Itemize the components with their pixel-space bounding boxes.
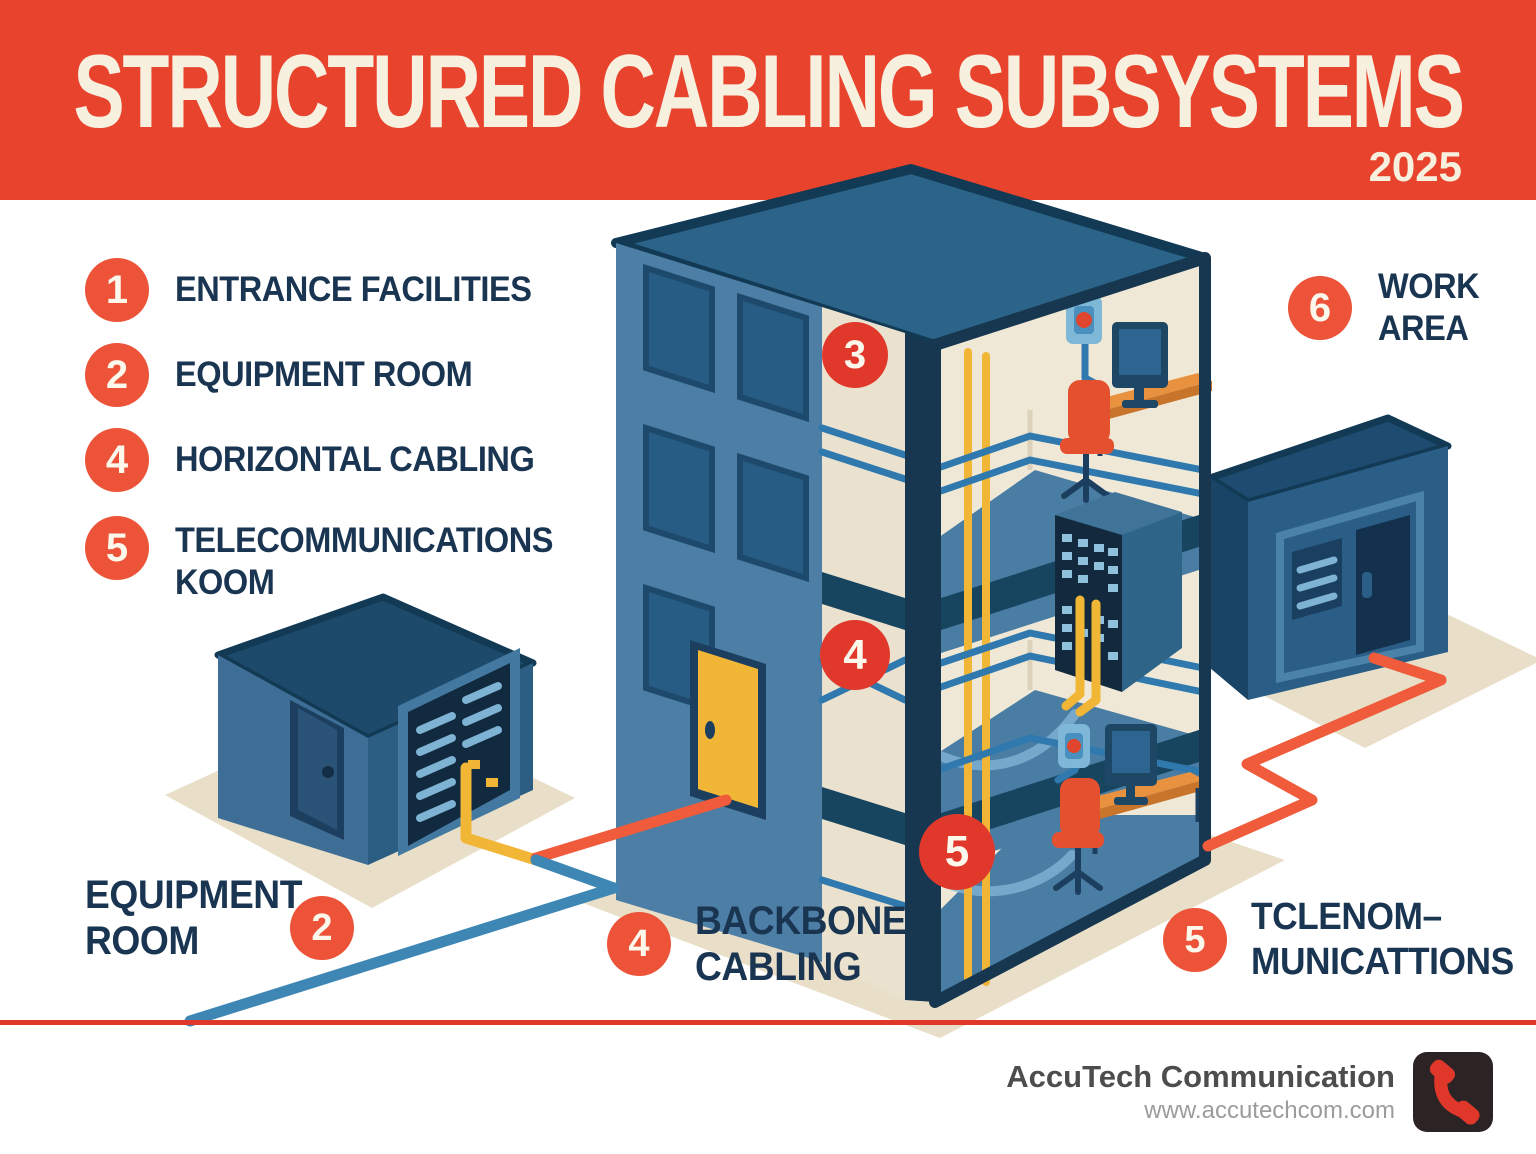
backbone-cabling-badge: 4 xyxy=(607,912,671,976)
legend-item-horizontal-cabling: 4 HORIZONTAL CABLING xyxy=(85,428,561,492)
yellow-cable xyxy=(460,762,542,866)
ground-floor-workstation xyxy=(1052,724,1204,895)
legend-badge-5: 5 xyxy=(85,516,149,580)
floor-badge-3: 3 xyxy=(822,322,888,388)
equipment-room-badge: 2 xyxy=(290,896,354,960)
telecommunications-label: TCLENOM– MUNICATTIONS xyxy=(1251,895,1514,985)
legend-badge-6: 6 xyxy=(1288,276,1352,340)
legend-item-entrance-facilities: 1 ENTRANCE FACILITIES xyxy=(85,258,558,322)
main-building xyxy=(611,164,1212,1008)
legend-label: EQUIPMENT ROOM xyxy=(175,355,473,394)
backbone-line1: BACKBONE xyxy=(695,899,907,943)
legend-label-line2: KOOM xyxy=(175,563,275,602)
footer-divider xyxy=(0,1020,1536,1025)
telecommunications-label-group: 5 TCLENOM– MUNICATTIONS xyxy=(1163,895,1534,985)
telecom-line2: MUNICATTIONS xyxy=(1251,941,1514,983)
equipment-room-line1: EQUIPMENT xyxy=(85,873,302,917)
top-floor-workstation xyxy=(1060,296,1212,503)
orange-cable-right xyxy=(1202,652,1447,852)
legend-item-telecommunications-room: 5 TELECOMMUNICATIONS KOOM xyxy=(85,516,581,604)
legend-badge-2: 2 xyxy=(85,343,149,407)
legend-label-line1: TELECOMMUNICATIONS xyxy=(175,521,553,560)
ground-cables xyxy=(184,652,1447,1027)
blue-cable xyxy=(184,854,620,1027)
legend-label: ENTRANCE FACILITIES xyxy=(175,270,532,309)
work-area-building xyxy=(1206,414,1452,700)
header-banner: STRUCTURED CABLING SUBSYSTEMS 2025 xyxy=(0,0,1536,200)
legend-label: HORIZONTAL CABLING xyxy=(175,440,535,479)
equipment-room-building xyxy=(214,593,537,865)
footer-company: AccuTech Communication xyxy=(1006,1059,1395,1094)
legend-badge-4: 4 xyxy=(85,428,149,492)
backbone-cabling-label-group: 4 BACKBONE CABLING xyxy=(607,898,922,990)
year-label: 2025 xyxy=(1368,143,1462,190)
telecommunications-badge: 5 xyxy=(1163,908,1227,972)
footer-website: www.accutechcom.com xyxy=(1144,1097,1395,1124)
floor-badge-4: 4 xyxy=(820,620,890,690)
page-title: STRUCTURED CABLING SUBSYSTEMS xyxy=(73,34,1465,150)
equipment-room-line2: ROOM xyxy=(85,919,199,963)
legend-item-work-area: 6 WORK AREA xyxy=(1288,266,1487,350)
telecom-line1: TCLENOM– xyxy=(1251,896,1442,938)
telecom-rack xyxy=(1055,492,1182,717)
orange-cable-left xyxy=(530,794,732,864)
legend-label-line2: AREA xyxy=(1378,309,1469,348)
legend-item-equipment-room: 2 EQUIPMENT ROOM xyxy=(85,343,495,407)
backbone-line2: CABLING xyxy=(695,945,862,989)
company-logo xyxy=(1413,1052,1493,1132)
backbone-cabling-label: BACKBONE CABLING xyxy=(695,898,907,990)
equipment-room-label: EQUIPMENT ROOM xyxy=(85,872,302,964)
floor-badge-5: 5 xyxy=(919,814,995,890)
phone-icon xyxy=(1429,1059,1480,1125)
legend-badge-1: 1 xyxy=(85,258,149,322)
legend-label-line1: WORK xyxy=(1378,267,1480,306)
